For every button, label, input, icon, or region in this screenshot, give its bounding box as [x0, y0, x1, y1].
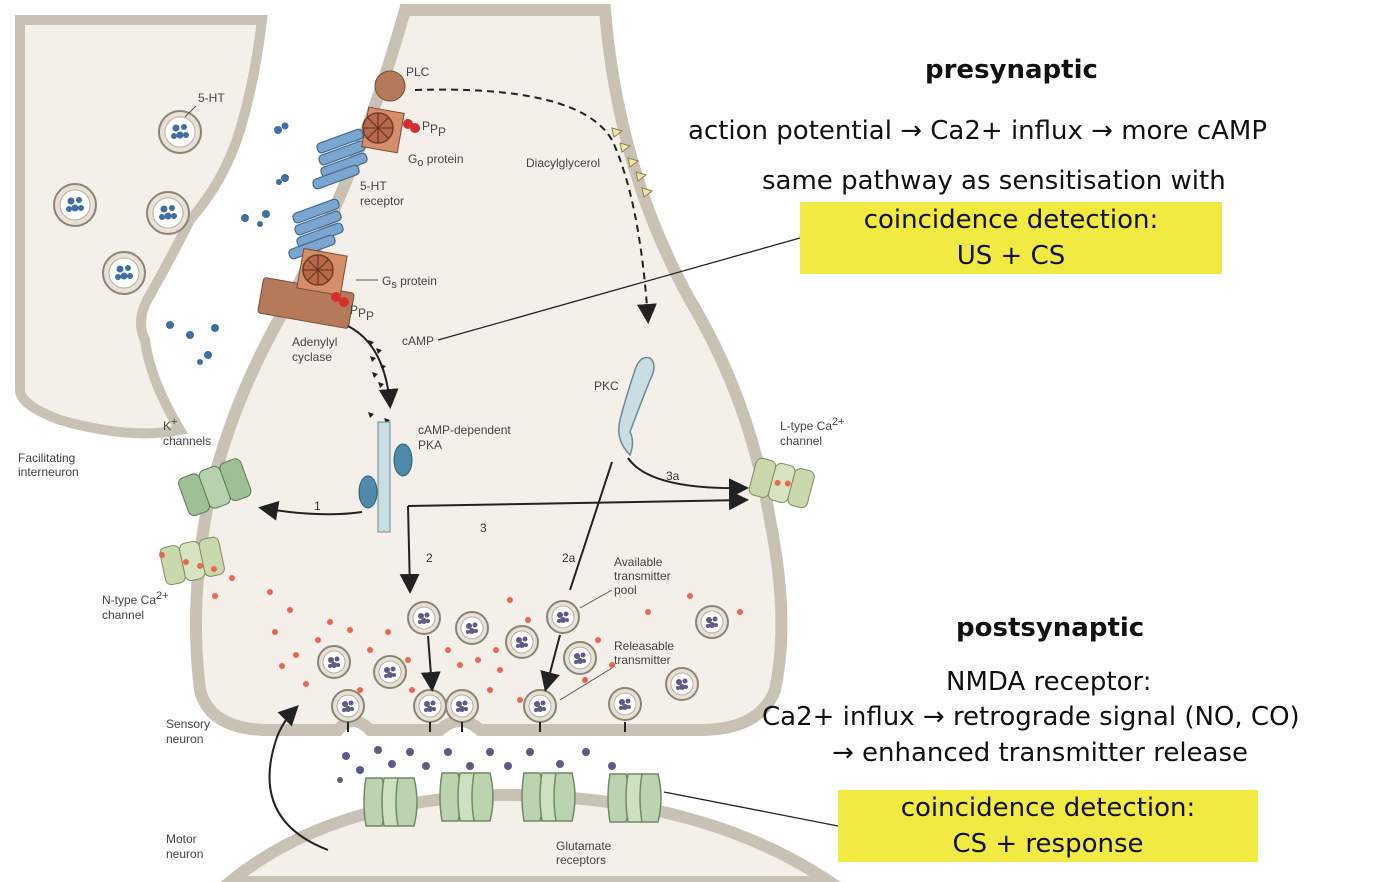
postsynaptic-line3: → enhanced transmitter release: [832, 738, 1249, 768]
ppp-label-go: PPP: [422, 119, 446, 139]
glutamate-receptor: [521, 772, 576, 822]
postsynaptic-coincidence-box: coincidence detection: CS + response: [838, 790, 1258, 862]
active-zone: [347, 722, 626, 732]
ht-receptor-upper: [312, 128, 368, 190]
path-1-arrow: [258, 500, 363, 521]
glutamate-receptor: [363, 777, 418, 827]
plc-label: PLC: [406, 65, 430, 79]
plc-enzyme: [374, 70, 406, 102]
presynaptic-line2: same pathway as sensitisation with: [762, 166, 1226, 196]
glutamate-receptor: [607, 773, 662, 823]
released-serotonin: [166, 122, 289, 365]
glutamate-molecules: [337, 746, 616, 783]
path-3-label: 3: [480, 521, 487, 535]
facilitating-interneuron-body: [15, 15, 268, 439]
path-1-label: 1: [314, 499, 321, 513]
gs-protein-label: Gs protein: [382, 274, 437, 291]
serotonin-vesicle: [102, 251, 146, 295]
ppp-label-gs: PPP: [350, 303, 374, 323]
l-type-ca-channel: [748, 457, 815, 509]
camp-molecules: [368, 340, 390, 424]
presynaptic-box-line2: US + CS: [956, 241, 1066, 271]
presynaptic-callout-line: [437, 237, 801, 341]
ht-receptor-lower: [288, 198, 344, 260]
l-type-label: L-type Ca2+channel: [780, 416, 845, 448]
n-type-label: N-type Ca2+channel: [102, 590, 169, 622]
available-pool-leader: [579, 589, 613, 609]
path-3-arrow: [407, 490, 749, 511]
serotonin-vesicle: [53, 183, 97, 227]
retrograde-arrow: [268, 705, 329, 851]
diacylglycerol-path: [414, 88, 657, 324]
k-channel: [178, 458, 252, 517]
pkc-label: PKC: [594, 379, 619, 393]
postsynaptic-box-line1: coincidence detection:: [900, 793, 1196, 823]
presynaptic-coincidence-box: coincidence detection: US + CS: [800, 202, 1222, 274]
diacylglycerol-label: Diacylglycerol: [526, 156, 600, 170]
glutamate-receptor: [439, 772, 494, 822]
path-2-label: 2: [426, 551, 433, 565]
path-2-arrow: [399, 505, 420, 594]
postsynaptic-heading: postsynaptic: [956, 613, 1145, 643]
diacylglycerol-triangles: [611, 127, 654, 198]
k-channels-label: K+channels: [163, 416, 211, 448]
postsynaptic-box-line2: CS + response: [952, 829, 1144, 859]
postsynaptic-line2: Ca2+ influx → retrograde signal (NO, CO): [762, 702, 1300, 732]
presynaptic-heading: presynaptic: [925, 55, 1098, 85]
path-3a-arrow: [627, 457, 749, 499]
sensory-neuron-terminal: [190, 4, 788, 736]
pkc-enzyme: [618, 356, 655, 457]
serotonin-vesicle: [146, 191, 190, 235]
n-type-ca-channel: [159, 536, 225, 586]
camp-arrow: [347, 325, 399, 409]
go-protein-label: Go protein: [408, 152, 464, 169]
postsynaptic-callout-line: [663, 791, 839, 827]
releasable-leader: [559, 667, 613, 701]
presynaptic-box-line1: coincidence detection:: [863, 205, 1159, 235]
presynaptic-line1: action potential → Ca2+ influx → more cA…: [688, 116, 1268, 146]
serotonin-vesicle: [158, 110, 202, 154]
camp-label: cAMP: [402, 334, 434, 348]
path-2a-label: 2a: [562, 551, 576, 565]
pka-enzyme: [358, 421, 413, 533]
postsynaptic-line1: NMDA receptor:: [946, 667, 1152, 697]
ht-label: 5-HT: [198, 91, 225, 105]
path-2a-arrow: [569, 461, 613, 591]
path-3a-label: 3a: [666, 469, 680, 483]
